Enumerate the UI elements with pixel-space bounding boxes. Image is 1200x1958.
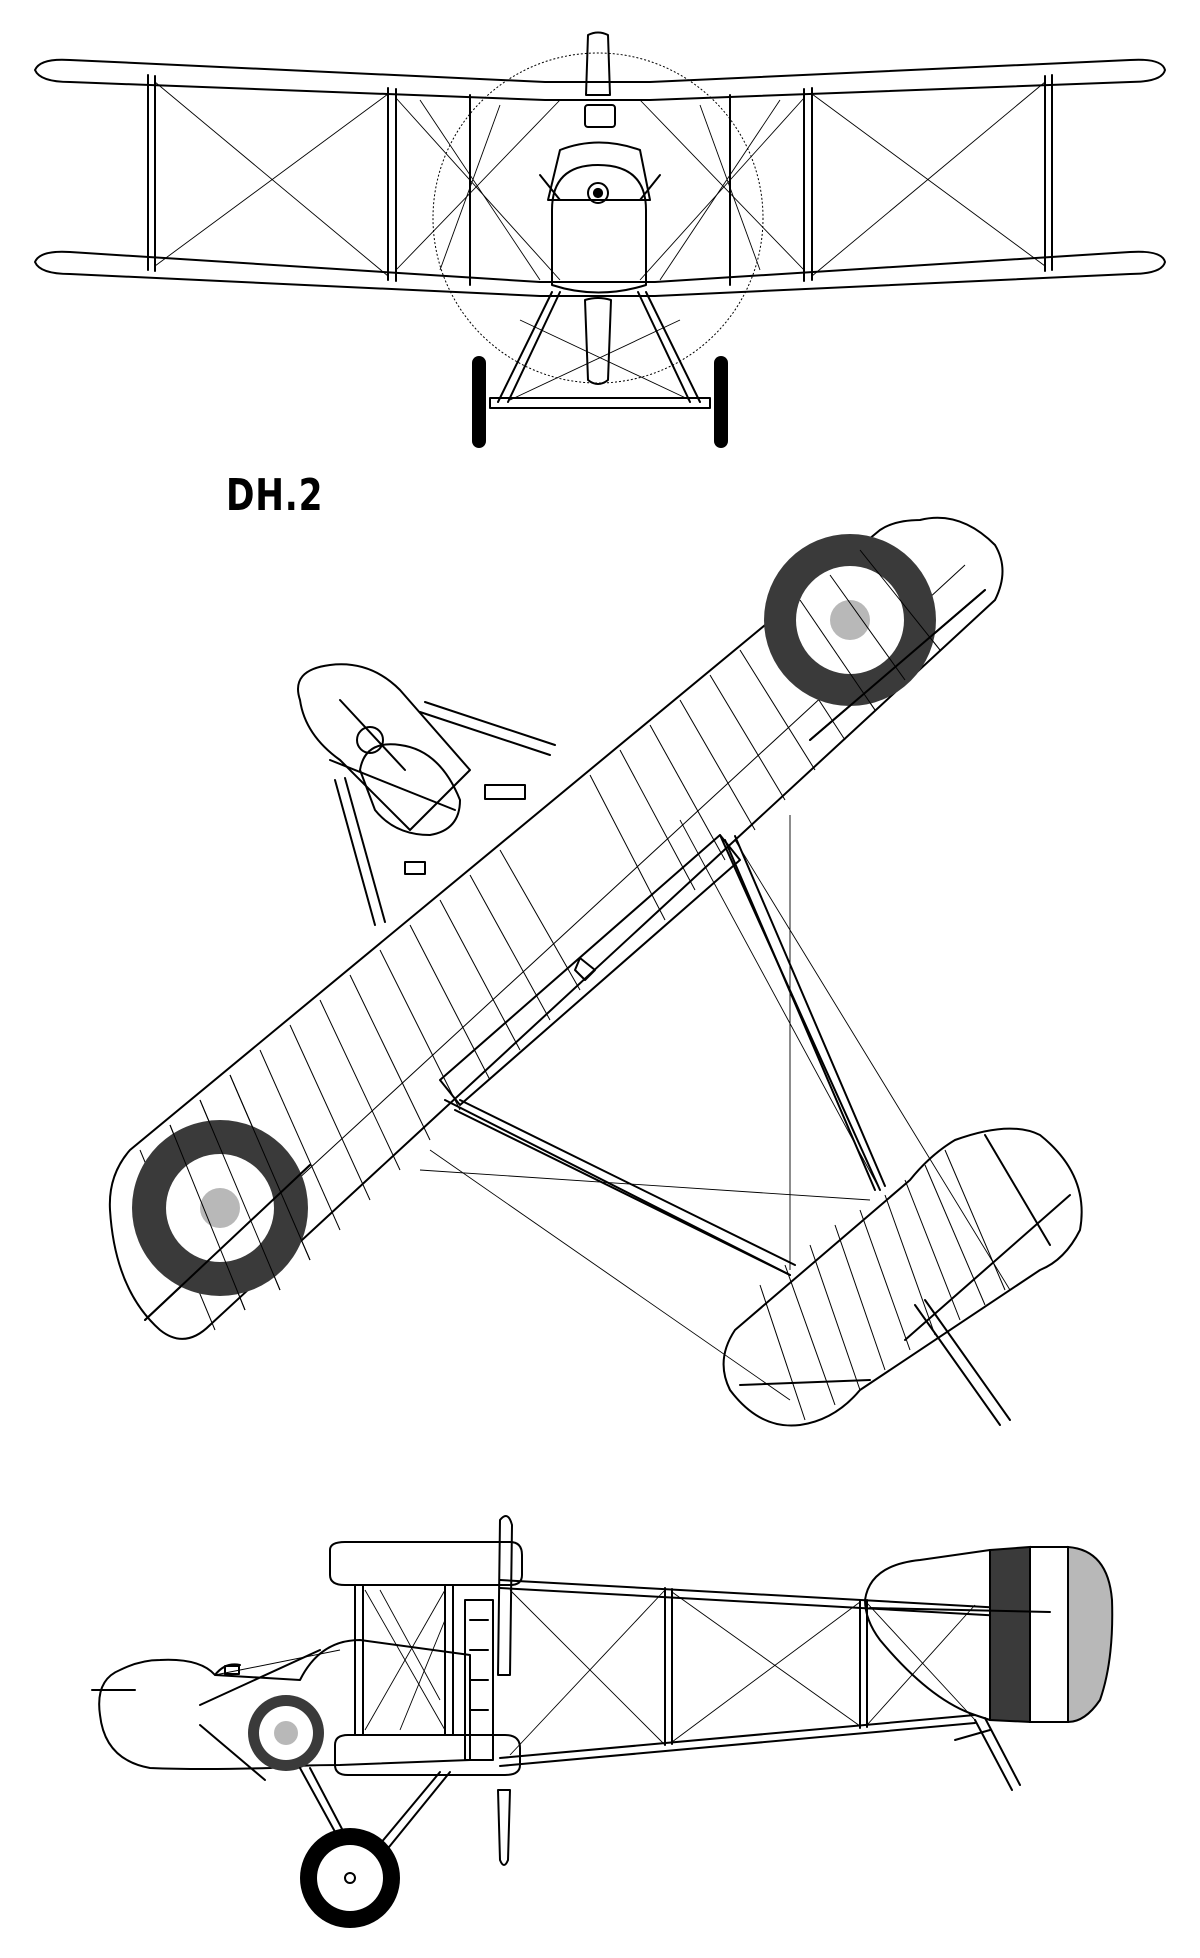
wing-ribs-over-roundels <box>144 549 986 1321</box>
tailplane-ribs-top <box>739 1134 1071 1421</box>
aircraft-designation: DH.2 <box>226 470 324 521</box>
boom-triangle-top <box>444 834 881 1276</box>
left-wheel-front <box>472 356 486 448</box>
main-wing-top <box>108 516 1004 1340</box>
interplane-struts-front <box>147 74 1053 286</box>
side-view <box>91 1515 1114 1928</box>
tail-booms-top <box>419 815 1011 1401</box>
fin-rudder-side <box>864 1545 1114 1724</box>
upper-wing-front <box>34 58 1166 101</box>
nacelle-front <box>539 31 661 385</box>
nacelle-side <box>98 1639 471 1770</box>
engine-side <box>464 1599 494 1761</box>
roundel-right-wing <box>764 534 936 706</box>
nacelle-roundel-side <box>248 1695 324 1771</box>
tail-booms-side <box>499 1579 1041 1767</box>
interplane-struts-side <box>354 1584 454 1736</box>
propeller-disc <box>432 52 764 384</box>
upper-wing-side <box>329 1541 523 1586</box>
propeller-side <box>497 1515 513 1866</box>
nacelle-struts-top <box>334 701 556 926</box>
top-view <box>108 516 1083 1427</box>
lower-wing-front <box>34 250 1166 297</box>
right-wheel-front <box>714 356 728 448</box>
nacelle-top <box>297 663 471 836</box>
undercarriage-front <box>489 291 711 409</box>
tailplane-top <box>722 1127 1083 1427</box>
wing-center-section-top <box>439 834 741 1106</box>
front-view <box>34 31 1166 448</box>
wheel-side <box>300 1828 400 1928</box>
tail-skid-side <box>954 1717 1021 1791</box>
gun-mount-top <box>574 957 596 981</box>
bracing-wires-front <box>154 81 1046 281</box>
nacelle-details-side <box>91 1649 341 1781</box>
rudder-line-top <box>924 1299 1011 1421</box>
lower-wing-side <box>334 1734 521 1776</box>
